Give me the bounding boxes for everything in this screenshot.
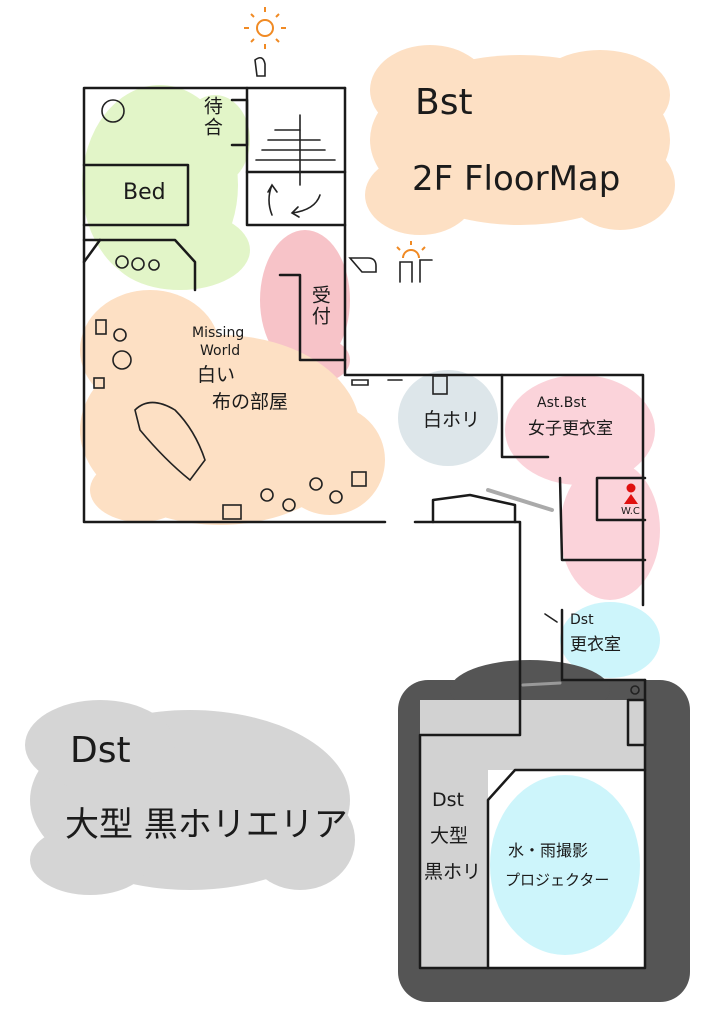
waiting-bed-blob [82, 85, 250, 290]
room-reception: 受付 [308, 285, 331, 327]
dst-black-line2: 大型 [430, 825, 469, 847]
missing-world-line2: World [200, 343, 241, 359]
missing-world-line1: Missing [192, 325, 245, 341]
room-white-horizon: 白ホリ [423, 409, 481, 431]
missing-world-line3: 白い [197, 364, 236, 386]
area-label-line2: 大型 黒ホリエリア [65, 805, 348, 845]
title-line2: 2F FloorMap [412, 159, 621, 199]
title-line1: Bst [415, 82, 473, 123]
sun-icon [244, 7, 286, 49]
room-wc: W.C [621, 506, 640, 517]
projector-line2: プロジェクター [505, 871, 610, 889]
pointing-hand-icon [254, 56, 433, 283]
area-label-line1: Dst [70, 730, 131, 771]
projector-line1: 水・雨撮影 [508, 841, 589, 860]
missing-world-blob [80, 290, 385, 525]
dst-locker-blob [560, 602, 660, 678]
room-bed: Bed [123, 180, 166, 205]
stairs [255, 114, 336, 218]
title-blob [365, 45, 675, 235]
toilet-icon [624, 483, 638, 504]
sun-icon [396, 241, 426, 259]
projector-blob [488, 770, 645, 968]
women-locker-line1: Ast.Bst [537, 395, 587, 411]
walls [82, 86, 647, 970]
white-horizon-blob [398, 370, 498, 466]
room-waiting: 待合 [200, 96, 223, 138]
missing-world-line4: 布の部屋 [212, 391, 289, 413]
women-locker-line2: 女子更衣室 [528, 419, 613, 439]
dst-black-line3: 黒ホリ [424, 861, 482, 883]
dst-area-blob [25, 700, 355, 895]
furniture [93, 99, 640, 695]
dst-locker-line2: 更衣室 [570, 635, 621, 655]
dst-locker-line1: Dst [570, 612, 594, 628]
dst-black-line1: Dst [432, 789, 464, 811]
